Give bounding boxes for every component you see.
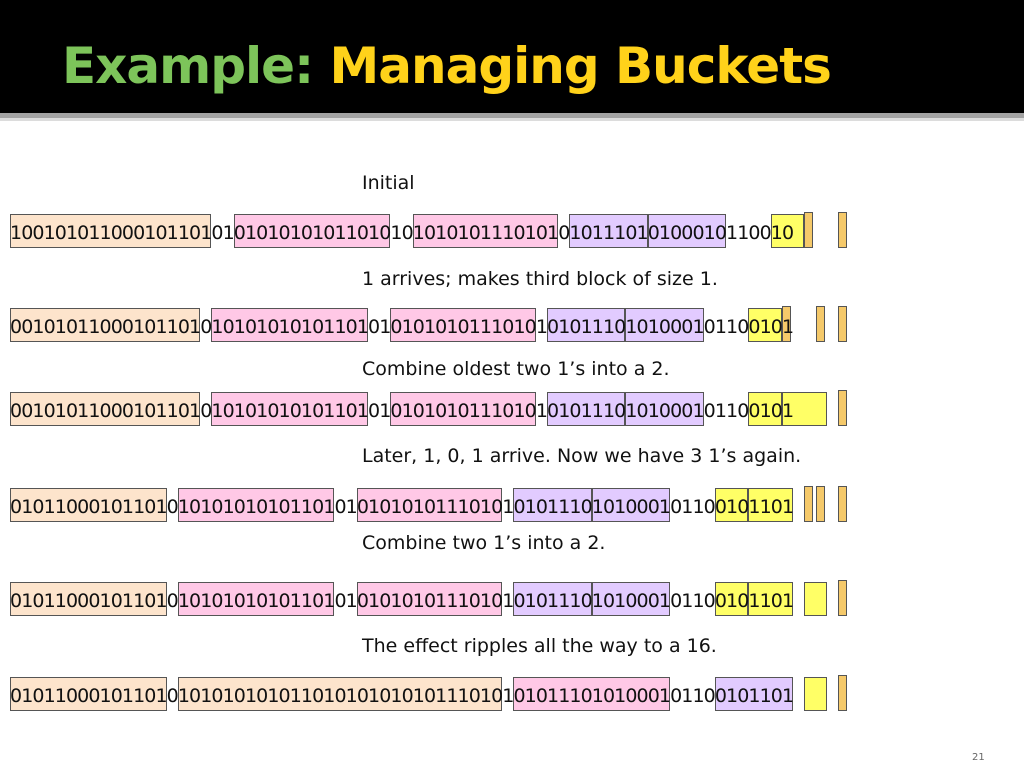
bit-stream: 0101100010110101010101010110101010101011… bbox=[10, 590, 794, 612]
bit-stream: 0010101100010110101010101010110101010101… bbox=[10, 316, 794, 338]
bucket-block bbox=[748, 392, 782, 426]
bucket-block bbox=[804, 212, 814, 248]
bucket-block bbox=[591, 488, 671, 522]
bucket-block bbox=[547, 392, 626, 426]
bucket-block bbox=[647, 214, 727, 248]
bucket-block bbox=[815, 306, 825, 342]
page-number: 21 bbox=[972, 752, 985, 763]
caption-1: Initial bbox=[362, 172, 415, 194]
bucket-block bbox=[356, 488, 503, 522]
bucket-block bbox=[837, 675, 847, 711]
bucket-block bbox=[390, 392, 536, 426]
bucket-block bbox=[837, 306, 847, 342]
bucket-block bbox=[804, 677, 827, 711]
bit-stream-row-4: 0101100010110101010101010110101010101011… bbox=[0, 486, 1024, 528]
bucket-block bbox=[233, 214, 391, 248]
bucket-block bbox=[177, 488, 335, 522]
bit-stream-row-6: 0101100010110101010101010110101010101011… bbox=[0, 675, 1024, 717]
bucket-block bbox=[714, 488, 749, 522]
bucket-block bbox=[211, 308, 369, 342]
bucket-block bbox=[356, 582, 503, 616]
bucket-block bbox=[177, 582, 335, 616]
bucket-block bbox=[804, 486, 814, 522]
bucket-block bbox=[781, 392, 827, 426]
bucket-block bbox=[748, 582, 794, 616]
caption-2: 1 arrives; makes third block of size 1. bbox=[362, 268, 718, 290]
bucket-block bbox=[10, 582, 167, 616]
bucket-block bbox=[547, 308, 626, 342]
bucket-block bbox=[390, 308, 536, 342]
bucket-block bbox=[714, 582, 749, 616]
bucket-block bbox=[177, 677, 503, 711]
caption-4: Later, 1, 0, 1 arrive. Now we have 3 1’s… bbox=[362, 445, 802, 467]
bit-stream-row-5: 0101100010110101010101010110101010101011… bbox=[0, 580, 1024, 622]
bit-stream: 0101100010110101010101010110101010101011… bbox=[10, 685, 794, 707]
bucket-block bbox=[837, 390, 847, 426]
bucket-block bbox=[513, 582, 592, 616]
bucket-block bbox=[10, 308, 201, 342]
bucket-block bbox=[625, 308, 704, 342]
bucket-block bbox=[10, 488, 167, 522]
bucket-block bbox=[10, 214, 212, 248]
bucket-block bbox=[591, 582, 671, 616]
title-rule-highlight bbox=[0, 118, 1024, 121]
bucket-block bbox=[837, 486, 847, 522]
bucket-block bbox=[569, 214, 648, 248]
title-rule bbox=[0, 113, 1024, 118]
bucket-block bbox=[770, 214, 805, 248]
bit-stream-row-1: 1001010110001011010101010101011010101010… bbox=[0, 212, 1024, 254]
bucket-block bbox=[804, 582, 827, 616]
bucket-block bbox=[412, 214, 559, 248]
bit-stream: 0101100010110101010101010110101010101011… bbox=[10, 496, 794, 518]
caption-5: Combine two 1’s into a 2. bbox=[362, 532, 606, 554]
bucket-block bbox=[625, 392, 704, 426]
caption-3: Combine oldest two 1’s into a 2. bbox=[362, 358, 670, 380]
title-bar bbox=[0, 0, 1024, 113]
bucket-block bbox=[211, 392, 369, 426]
bucket-block bbox=[837, 212, 847, 248]
bit-stream-row-2: 0010101100010110101010101010110101010101… bbox=[0, 306, 1024, 348]
slide-title-prefix: Example: bbox=[62, 37, 330, 95]
bucket-block bbox=[10, 677, 167, 711]
bucket-block bbox=[513, 677, 671, 711]
slide-title-main: Managing Buckets bbox=[329, 37, 832, 95]
bucket-block bbox=[748, 308, 782, 342]
bucket-block bbox=[748, 488, 794, 522]
caption-6: The effect ripples all the way to a 16. bbox=[362, 635, 717, 657]
bucket-block bbox=[714, 677, 794, 711]
bit-stream: 1001010110001011010101010101011010101010… bbox=[10, 222, 794, 244]
bit-stream: 0010101100010110101010101010110101010101… bbox=[10, 400, 794, 422]
bucket-block bbox=[10, 392, 201, 426]
bit-stream-row-3: 0010101100010110101010101010110101010101… bbox=[0, 390, 1024, 432]
bucket-block bbox=[815, 486, 825, 522]
bucket-block bbox=[781, 306, 791, 342]
bucket-block bbox=[513, 488, 592, 522]
bucket-block bbox=[837, 580, 847, 616]
slide-title: Example: Managing Buckets bbox=[62, 30, 832, 102]
